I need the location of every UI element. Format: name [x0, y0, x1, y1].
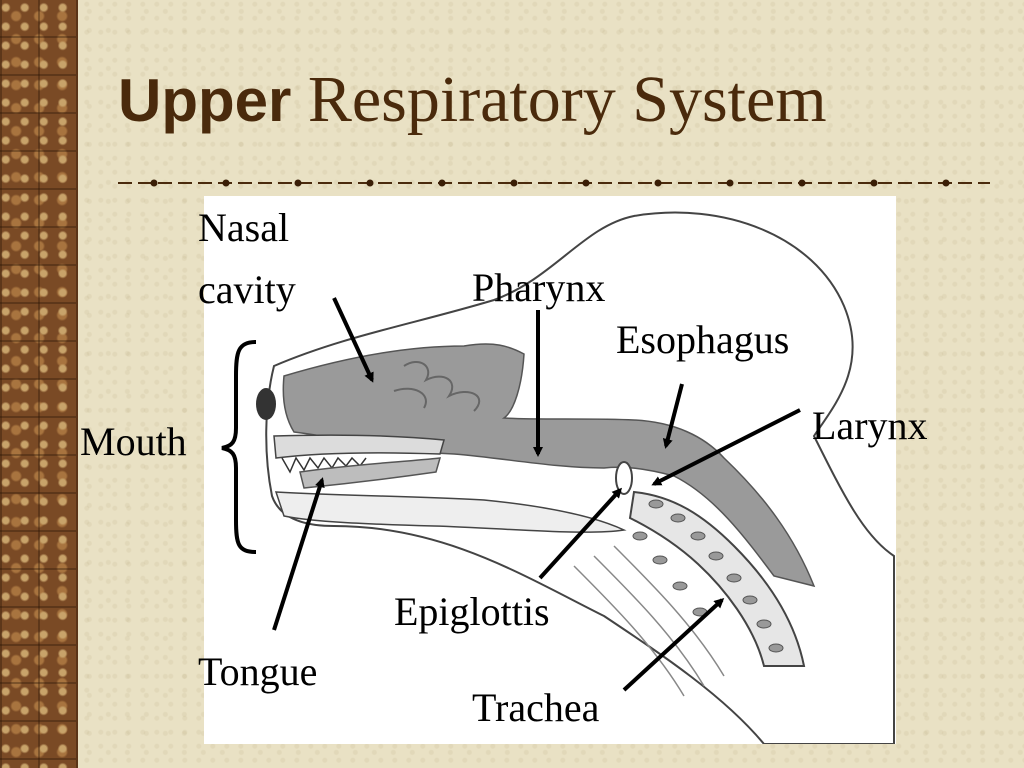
- arrow-esophagus: [662, 383, 684, 449]
- title-rest: Respiratory System: [291, 63, 827, 136]
- head-outline: [265, 211, 895, 745]
- upper-teeth: [281, 456, 367, 474]
- label-nasal-line1: Nasal: [198, 205, 290, 250]
- illustration-panel: [204, 196, 896, 745]
- arrow-nasal-cavity: [332, 297, 374, 383]
- arrow-epiglottis: [538, 487, 623, 580]
- label-larynx: Larynx: [812, 403, 928, 448]
- label-esophagus: Esophagus: [616, 317, 790, 362]
- neck-muscle-lines: [573, 545, 725, 697]
- label-pharynx: Pharynx: [472, 265, 606, 310]
- turbinate-scrolls: [393, 361, 481, 412]
- label-tongue: Tongue: [198, 649, 318, 694]
- label-nasal-line2: cavity: [198, 267, 296, 312]
- arrow-tongue: [272, 477, 325, 631]
- epiglottis-shape: [615, 461, 633, 495]
- slide-title: Upper Respiratory System: [118, 60, 827, 140]
- dotted-divider: [118, 179, 990, 187]
- wood-sidebar: [0, 0, 78, 768]
- mouth-brace: [221, 340, 257, 554]
- nostril: [256, 388, 276, 420]
- label-epiglottis: Epiglottis: [394, 589, 550, 634]
- lower-jaw: [274, 491, 627, 533]
- tongue-shape: [299, 457, 442, 489]
- arrow-trachea: [622, 597, 725, 692]
- label-mouth: Mouth: [80, 419, 187, 464]
- nasal-cavity-region: [282, 343, 816, 588]
- trachea-rings: [632, 499, 784, 653]
- arrow-larynx: [651, 408, 801, 486]
- upper-jaw: [273, 434, 445, 459]
- title-bold: Upper: [118, 67, 292, 134]
- label-trachea: Trachea: [472, 685, 600, 730]
- dog-head-illustration: [256, 211, 895, 745]
